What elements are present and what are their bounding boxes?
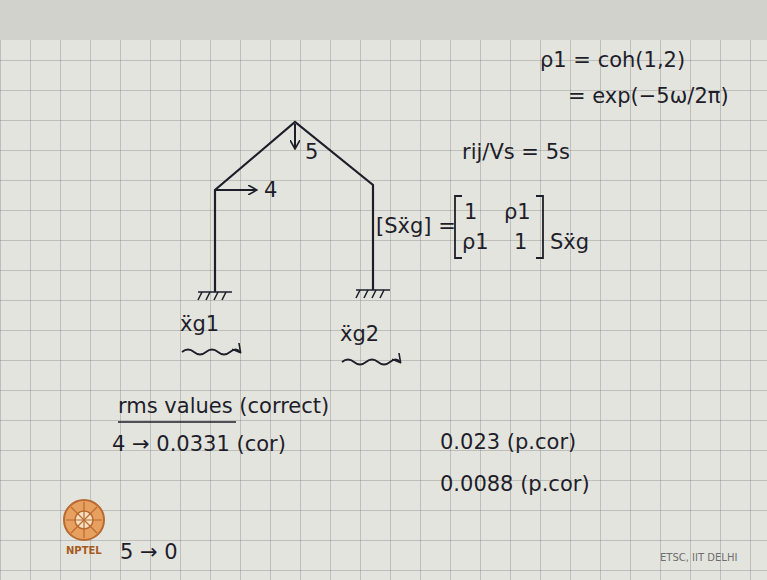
matrix-cell: ρ1: [462, 230, 489, 255]
matrix-cell: ρ1: [504, 200, 531, 225]
dof-arrow: [294, 124, 296, 148]
watermark: ETSC, IIT DELHI: [660, 552, 737, 564]
result-note: 5 → 0: [120, 540, 178, 565]
ground-label: ẍg2: [340, 322, 379, 347]
result-note: 0.023 (p.cor): [440, 430, 576, 455]
equation: = exp(−5ω/2π): [568, 84, 729, 109]
result-note: 0.0088 (p.cor): [440, 472, 590, 497]
ground-motion-arrow: [182, 350, 240, 355]
ground-support: [198, 290, 390, 300]
dof-number: 5: [305, 140, 318, 165]
portal-frame: [215, 122, 373, 292]
logo-text: NPTEL: [66, 545, 102, 557]
matrix-bracket: [455, 196, 462, 258]
ground-label: ẍg1: [180, 312, 219, 337]
nptel-logo: [64, 500, 104, 540]
equation: rij/Vs = 5s: [462, 140, 570, 165]
heading-note: rms values (correct): [118, 394, 329, 419]
equation: ρ1 = coh(1,2): [540, 48, 685, 73]
matrix-cell: 1: [464, 200, 477, 225]
dof-number: 4: [264, 178, 277, 203]
matrix-bracket: [536, 196, 543, 258]
dof-arrow: [215, 189, 256, 191]
matrix-cell: 1: [514, 230, 527, 255]
paper-edge: [0, 0, 767, 40]
underline: [118, 421, 236, 423]
equation: [Sẍg] =: [376, 214, 456, 239]
ground-motion-arrow: [342, 360, 400, 365]
psd-symbol: Sẍg: [550, 230, 589, 255]
result-note: 4 → 0.0331 (cor): [112, 432, 286, 457]
